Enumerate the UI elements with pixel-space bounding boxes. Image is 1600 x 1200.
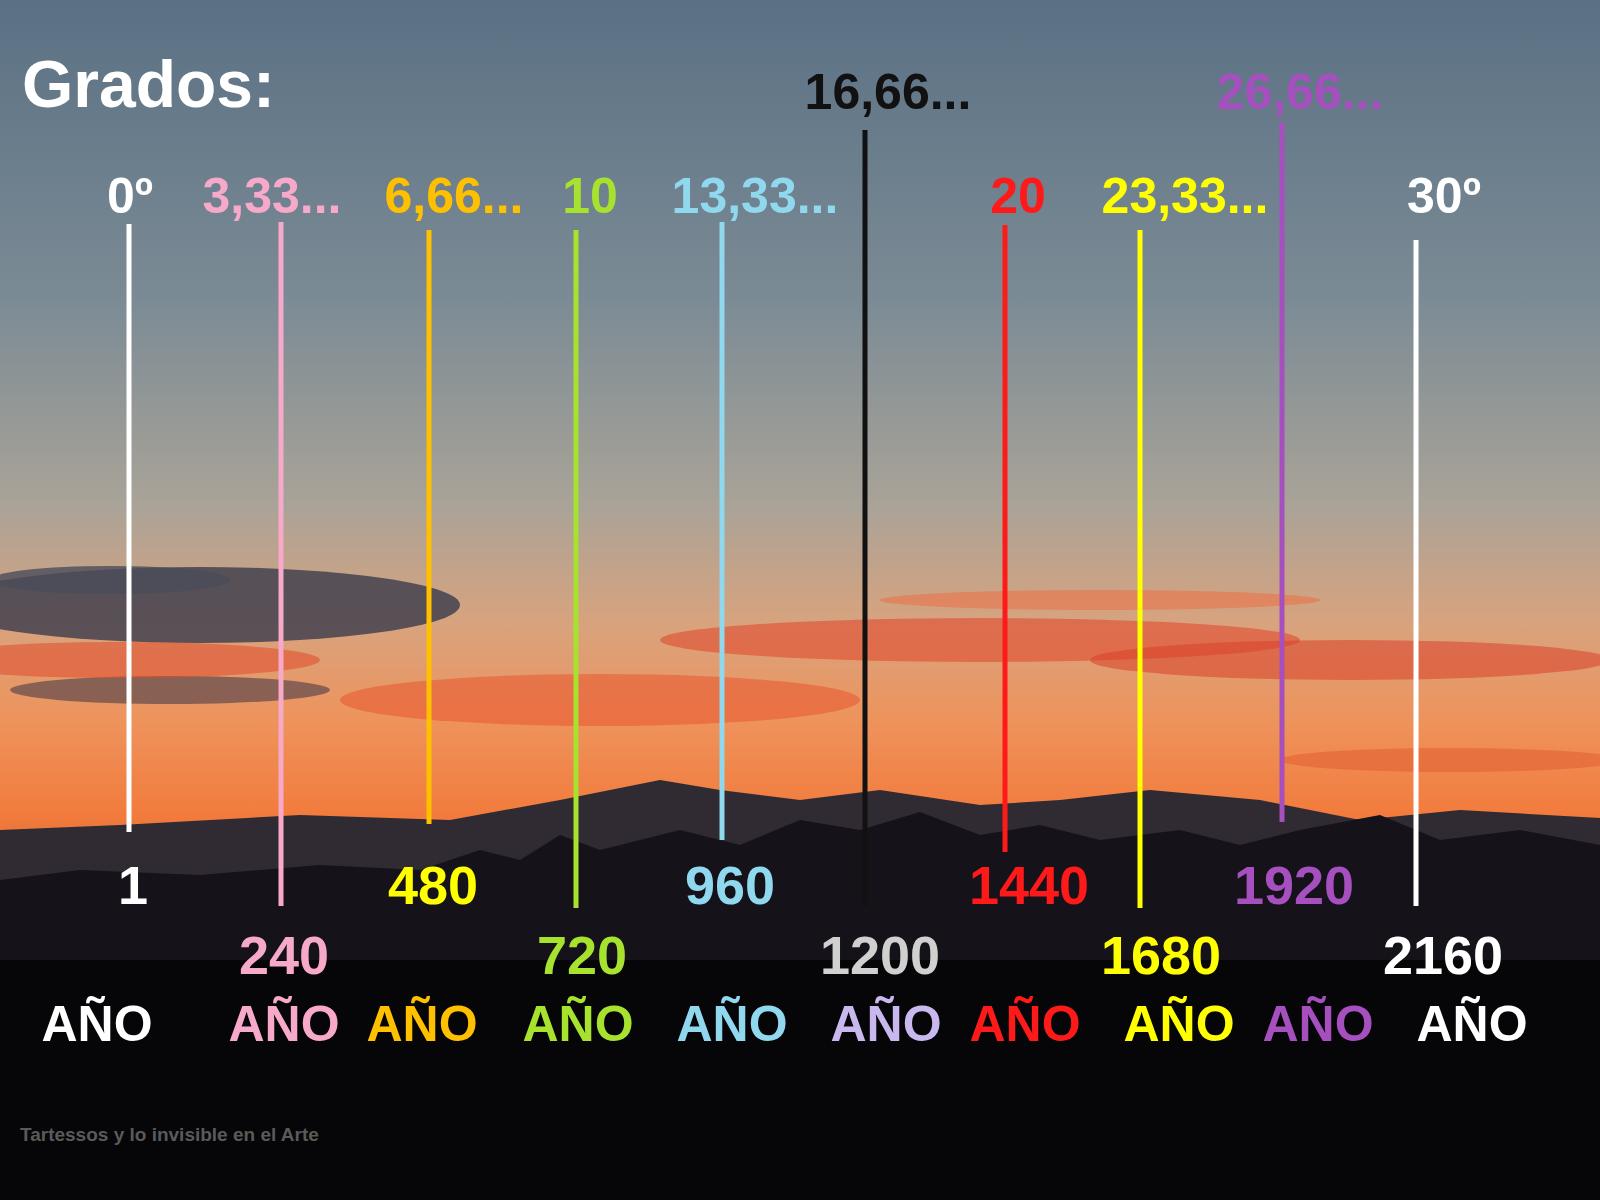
year-word: AÑO: [1262, 999, 1373, 1049]
degree-line: [1003, 225, 1008, 852]
year-number: 1440: [969, 858, 1089, 912]
year-number: 1920: [1234, 858, 1354, 912]
degree-label: 20: [990, 171, 1046, 221]
year-word: AÑO: [1123, 999, 1234, 1049]
year-word: AÑO: [228, 999, 339, 1049]
degree-label: 30º: [1407, 171, 1481, 221]
year-number: 240: [239, 928, 329, 982]
degree-line: [1280, 122, 1285, 822]
year-number: 480: [388, 858, 478, 912]
degree-line: [427, 230, 432, 824]
degree-line: [279, 222, 284, 906]
degree-label: 16,66...: [805, 67, 972, 117]
watermark: Tartessos y lo invisible en el Arte: [20, 1125, 319, 1144]
degree-line: [1138, 230, 1143, 908]
degree-label: 3,33...: [203, 171, 342, 221]
degree-label: 10: [562, 171, 618, 221]
year-number: 1: [118, 858, 148, 912]
year-number: 960: [685, 858, 775, 912]
degree-label: 13,33...: [672, 171, 839, 221]
year-number: 720: [537, 928, 627, 982]
degree-label: 23,33...: [1102, 171, 1269, 221]
degree-line: [1414, 240, 1419, 906]
year-word: AÑO: [969, 999, 1080, 1049]
degree-label: 0º: [107, 171, 153, 221]
degree-label: 26,66...: [1217, 67, 1384, 117]
year-word: AÑO: [366, 999, 477, 1049]
year-word: AÑO: [676, 999, 787, 1049]
degree-label: 6,66...: [385, 171, 524, 221]
degree-line: [574, 230, 579, 908]
year-number: 1200: [820, 928, 940, 982]
year-word: AÑO: [41, 999, 152, 1049]
degree-line: [127, 224, 132, 832]
year-word: AÑO: [830, 999, 941, 1049]
degree-line: [720, 222, 725, 840]
chart-title: Grados:: [22, 51, 275, 117]
degree-line: [863, 130, 868, 906]
year-number: 1680: [1101, 928, 1221, 982]
year-word: AÑO: [522, 999, 633, 1049]
year-number: 2160: [1383, 928, 1503, 982]
year-word: AÑO: [1416, 999, 1527, 1049]
